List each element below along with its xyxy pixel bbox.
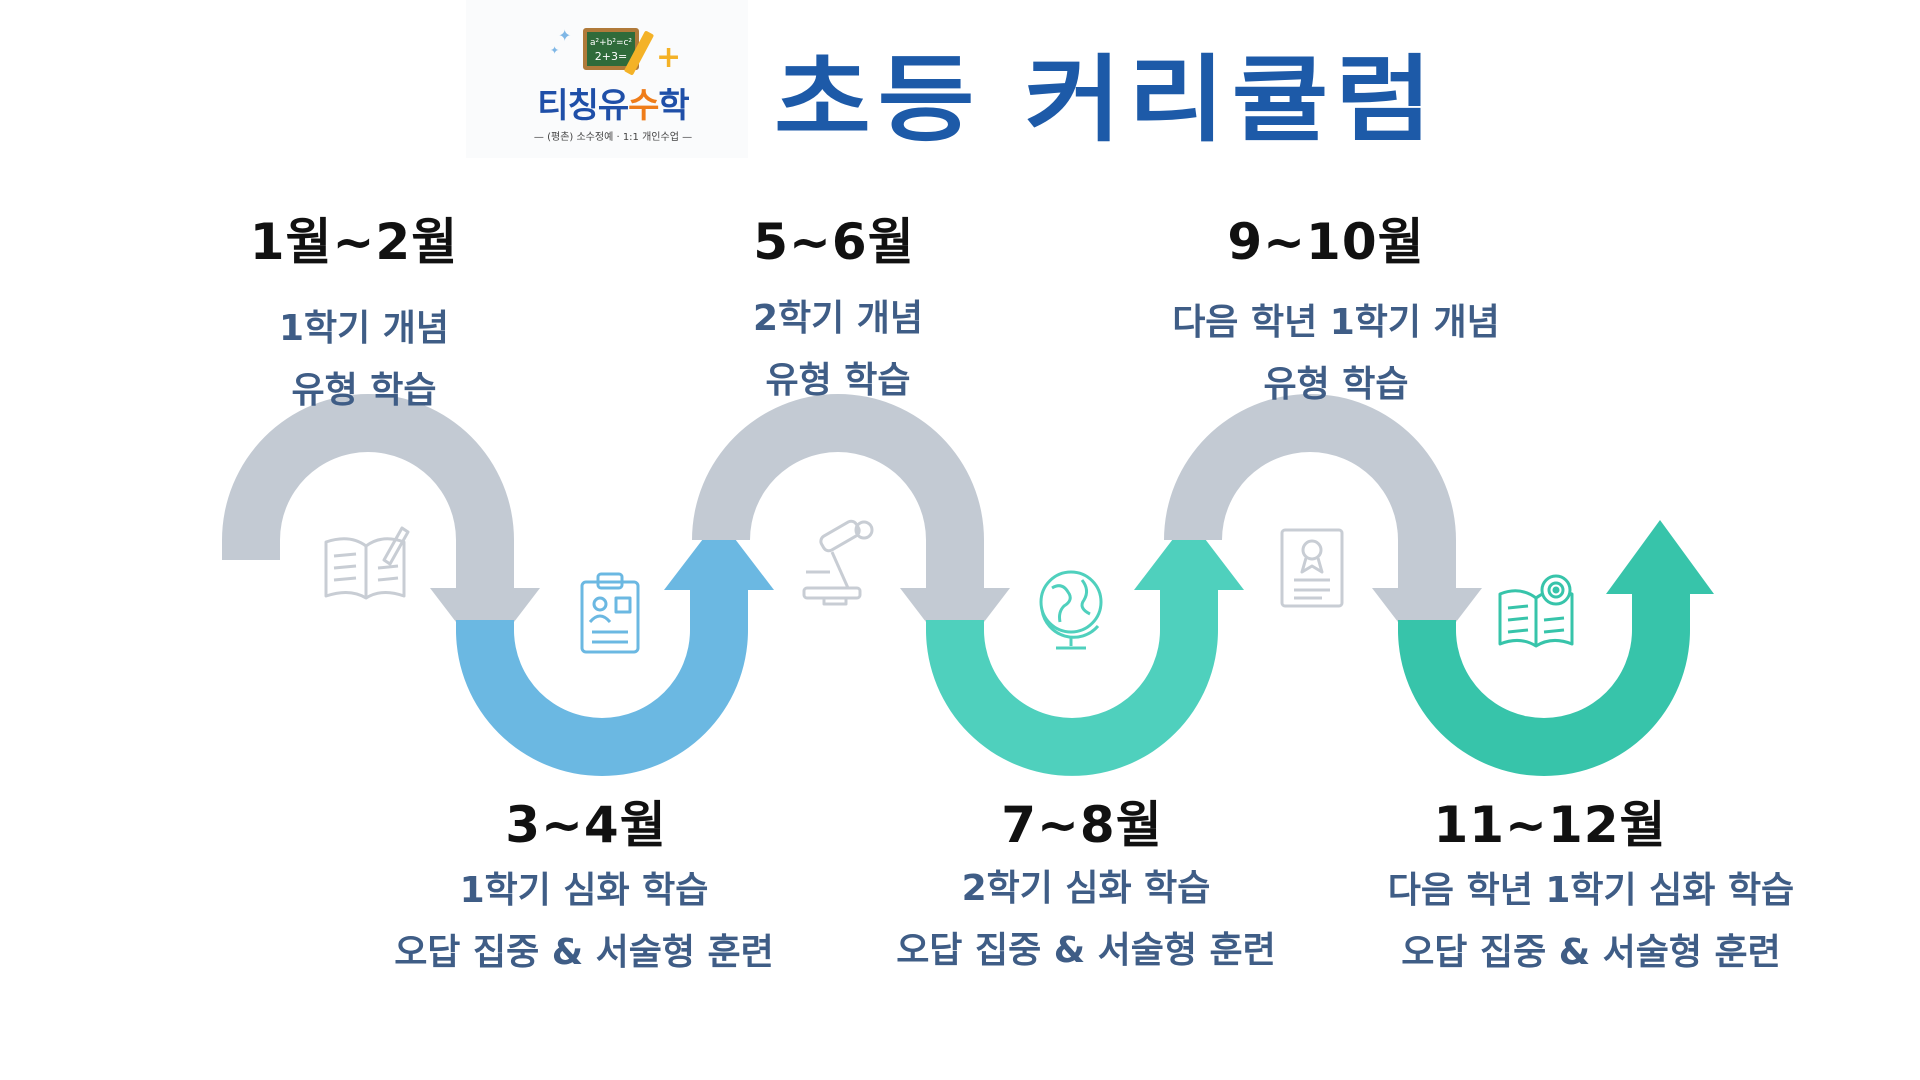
logo: ✦ ✦ a²+b²=c² 2+3= + 티칭유수학 — (평촌) 소수정예 · … bbox=[466, 0, 748, 158]
book-target-icon bbox=[1498, 574, 1574, 648]
chalkboard-formula: a²+b²=c² bbox=[589, 38, 633, 48]
step-3-desc: 2학기 개념 유형 학습 bbox=[618, 288, 1058, 412]
sparkle-icon: ✦ bbox=[550, 44, 560, 57]
logo-name: 티칭유수학 bbox=[518, 78, 708, 127]
period-1: 1월~2월 bbox=[249, 213, 459, 271]
step-6-line1: 다음 학년 1학기 심화 학습 bbox=[1387, 870, 1795, 911]
globe-icon bbox=[1039, 570, 1103, 650]
step-2-line2: 오답 집중 & 서술형 훈련 bbox=[394, 932, 774, 973]
sparkle-icon: ✦ bbox=[558, 26, 572, 45]
open-book-pen-icon bbox=[324, 526, 410, 600]
logo-name-part2: 수 bbox=[628, 86, 659, 126]
period-3: 5~6월 bbox=[753, 213, 915, 271]
page-title: 초등 커리큘럼 bbox=[774, 46, 1439, 155]
logo-name-part1: 티칭유 bbox=[537, 86, 629, 126]
certificate-icon bbox=[1280, 528, 1344, 608]
clipboard-profile-icon bbox=[580, 572, 640, 654]
step-1-desc: 1학기 개념 유형 학습 bbox=[144, 298, 584, 422]
arrowhead-7-8 bbox=[1134, 518, 1244, 590]
step-4-line1: 2학기 심화 학습 bbox=[961, 868, 1211, 909]
step-3-line1: 2학기 개념 bbox=[752, 298, 924, 339]
period-4: 7~8월 bbox=[1001, 796, 1163, 854]
step-2-desc: 1학기 심화 학습 오답 집중 & 서술형 훈련 bbox=[364, 860, 804, 984]
step-1-line1: 1학기 개념 bbox=[278, 308, 450, 349]
arrowhead-3-4 bbox=[664, 518, 774, 590]
step-5-line1: 다음 학년 1학기 개념 bbox=[1172, 302, 1500, 343]
step-4-desc: 2학기 심화 학습 오답 집중 & 서술형 훈련 bbox=[866, 858, 1306, 982]
microscope-icon bbox=[802, 519, 874, 606]
period-6: 11~12월 bbox=[1433, 796, 1667, 854]
step-6-line2: 오답 집중 & 서술형 훈련 bbox=[1401, 932, 1781, 973]
arc-1-2 bbox=[222, 394, 514, 590]
step-3-line2: 유형 학습 bbox=[765, 360, 911, 401]
arc-3-4 bbox=[456, 588, 748, 776]
step-6-desc: 다음 학년 1학기 심화 학습 오답 집중 & 서술형 훈련 bbox=[1348, 860, 1834, 984]
chalkboard-sum: 2+3= bbox=[594, 50, 628, 63]
plus-icon: + bbox=[656, 40, 682, 75]
arc-9-10 bbox=[1164, 394, 1456, 590]
step-5-line2: 유형 학습 bbox=[1263, 364, 1409, 405]
step-1-line2: 유형 학습 bbox=[291, 370, 437, 411]
period-5: 9~10월 bbox=[1227, 213, 1425, 271]
logo-tagline: — (평촌) 소수정예 · 1:1 개인수업 — bbox=[533, 132, 693, 143]
logo-name-part3: 학 bbox=[658, 86, 689, 126]
arc-5-6 bbox=[692, 394, 984, 590]
arc-11-12 bbox=[1398, 590, 1690, 776]
step-2-line1: 1학기 심화 학습 bbox=[459, 870, 709, 911]
period-2: 3~4월 bbox=[505, 796, 667, 854]
step-4-line2: 오답 집중 & 서술형 훈련 bbox=[896, 930, 1276, 971]
arrowhead-11-12 bbox=[1606, 520, 1714, 594]
step-5-desc: 다음 학년 1학기 개념 유형 학습 bbox=[1116, 292, 1556, 416]
arc-7-8 bbox=[926, 588, 1218, 776]
